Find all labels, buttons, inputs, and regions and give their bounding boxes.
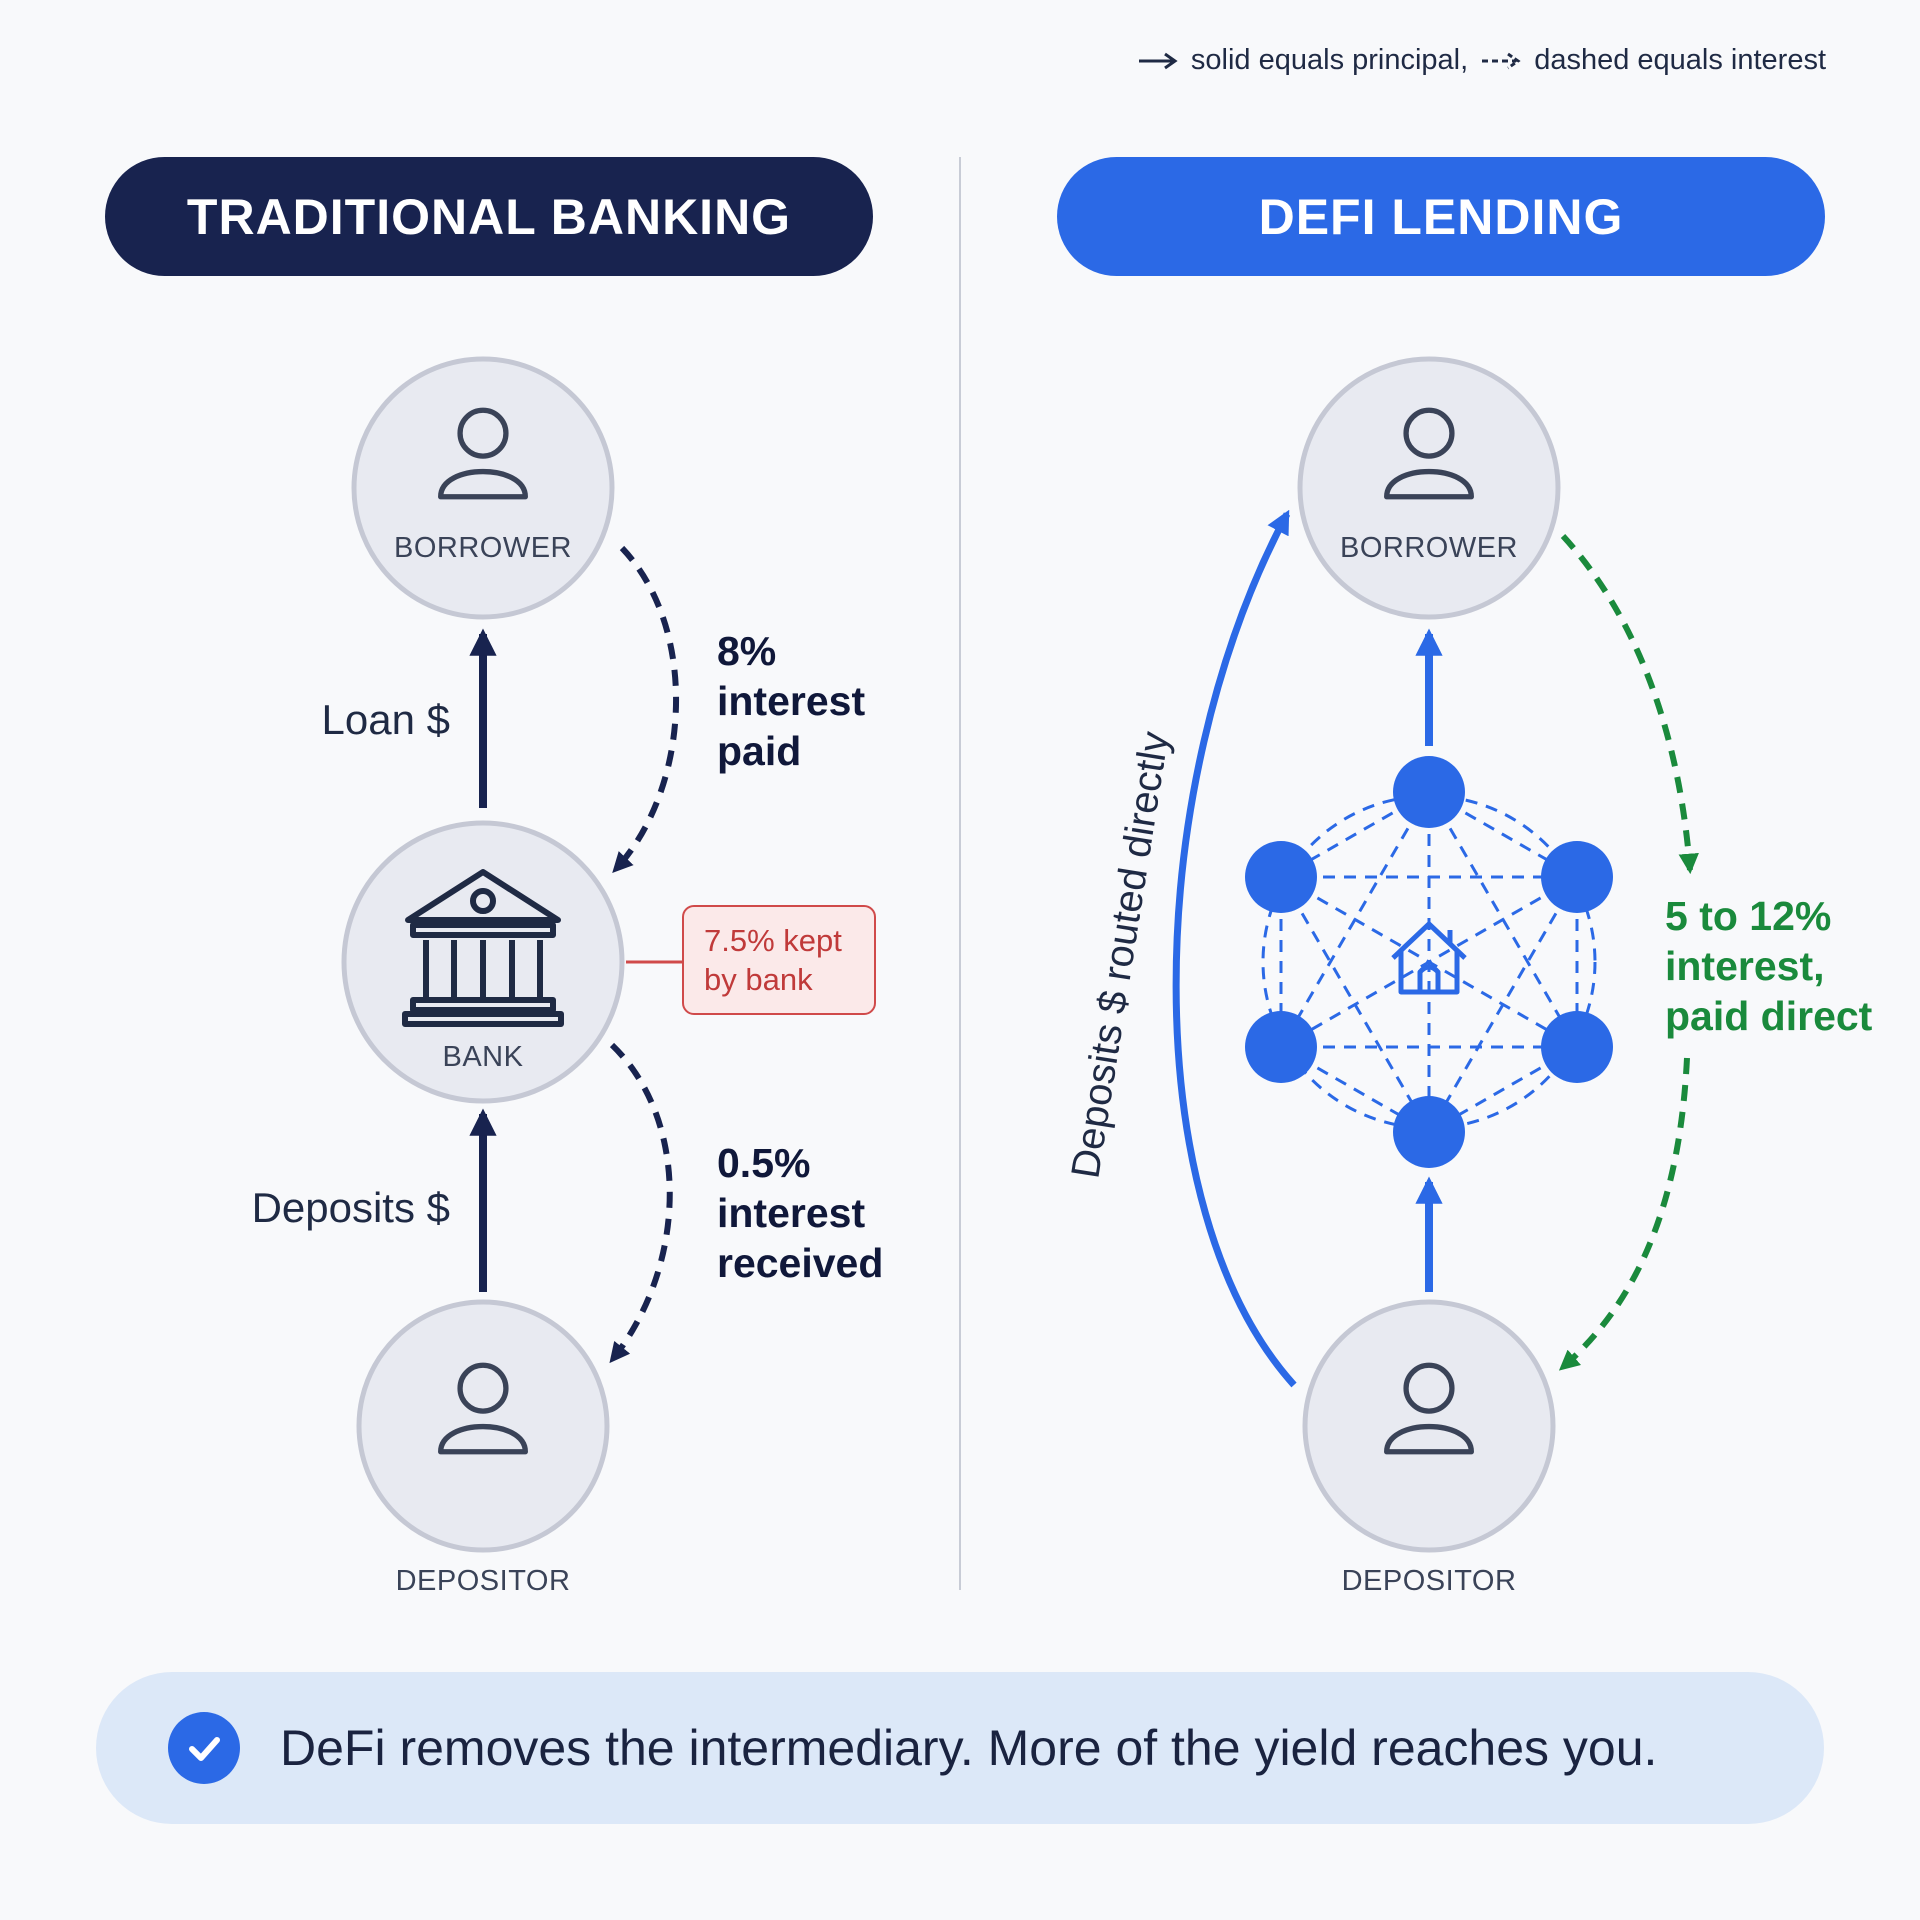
trad-depositor-node: [356, 1299, 610, 1553]
defi-rate-label: 5 to 12% interest, paid direct: [1665, 891, 1872, 1041]
takeaway-text: DeFi removes the intermediary. More of t…: [280, 1720, 1658, 1776]
depositor-interest-arrow: [609, 1042, 673, 1364]
defi-rate-line: paid direct: [1665, 993, 1873, 1039]
defi-depositor-label: DEPOSITOR: [1341, 1565, 1517, 1597]
defi-borrower-interest-arrow: [1560, 533, 1699, 875]
defi-lending-title: DEFI LENDING: [1057, 157, 1825, 276]
depositor-rate-line: 0.5%: [717, 1140, 811, 1186]
borrower-interest-arrow: [612, 545, 679, 873]
check-icon: [168, 1712, 240, 1784]
defi-rate-line: interest,: [1665, 943, 1825, 989]
legend-solid-text: solid equals principal,: [1190, 44, 1469, 76]
trad-depositor-label: DEPOSITOR: [395, 1565, 571, 1597]
takeaway-banner: DeFi removes the intermediary. More of t…: [96, 1672, 1824, 1824]
defi-rate-line: 5 to 12%: [1665, 893, 1832, 939]
kept-line: by bank: [704, 962, 813, 997]
borrower-rate-line: interest: [717, 678, 866, 724]
borrower-rate-line: 8%: [717, 628, 777, 674]
trad-borrower-label: BORROWER: [394, 532, 572, 564]
borrower-rate-label: 8% interest paid: [717, 626, 865, 776]
loan-label: Loan $: [321, 696, 450, 743]
depositor-rate-label: 0.5% interest received: [717, 1138, 883, 1288]
traditional-banking-title: TRADITIONAL BANKING: [105, 157, 873, 276]
deposits-routed-arrow: [1172, 509, 1297, 1388]
borrower-rate-line: paid: [717, 728, 802, 774]
kept-line: 7.5% kept: [704, 923, 842, 958]
depositor-rate-line: received: [717, 1240, 884, 1286]
defi-borrower-label: BORROWER: [1340, 532, 1518, 564]
network-icon: [1245, 756, 1613, 1168]
dashed-arrow-icon: [1482, 52, 1521, 69]
defi-depositor-node: [1302, 1299, 1556, 1553]
defi-lending-title-text: DEFI LENDING: [1258, 188, 1624, 245]
legend: solid equals principal, dashed equals in…: [1137, 44, 1826, 77]
deposits-label: Deposits $: [251, 1184, 450, 1231]
traditional-banking-title-text: TRADITIONAL BANKING: [186, 188, 792, 245]
trad-bank-label: BANK: [442, 1041, 524, 1073]
solid-arrow-icon: [1138, 52, 1178, 69]
defi-depositor-interest-arrow: [1558, 1057, 1690, 1371]
home-icon: [1391, 921, 1467, 995]
legend-dashed-text: dashed equals interest: [1534, 44, 1826, 76]
trad-bank-node: [341, 820, 625, 1104]
defi-borrower-node: [1297, 356, 1561, 620]
trad-borrower-node: [351, 356, 615, 620]
bank-margin-callout: 7.5% kept by bank: [682, 905, 876, 1015]
bank-icon: [402, 869, 564, 1027]
depositor-rate-line: interest: [717, 1190, 866, 1236]
